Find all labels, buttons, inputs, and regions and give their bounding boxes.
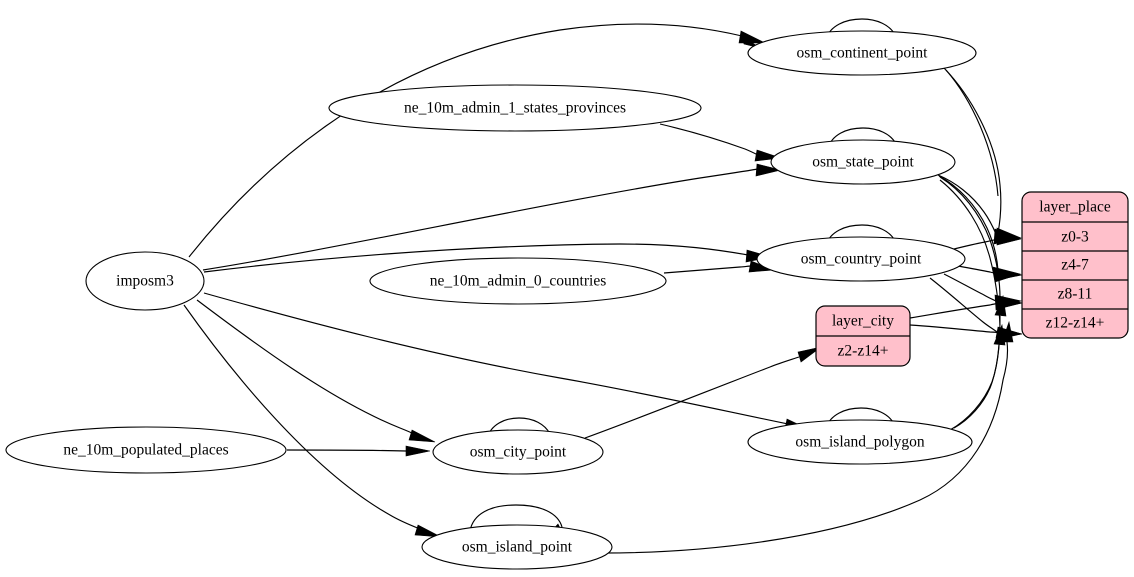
node-ne_10m_populated_places[interactable]: ne_10m_populated_places [5,426,287,474]
edge-osm_island_polygon-to-layer_place-z12-z14 [953,344,1000,429]
edge-imposm3-to-osm_city_point [196,299,415,435]
node-shape-ellipse [5,426,287,474]
selfloop-osm_city_point [486,417,551,439]
node-shape-ellipse [328,84,702,132]
arrowhead [738,30,766,44]
node-label: osm_continent_point [797,45,929,62]
record-row-z8-11[interactable]: z8-11 [1058,286,1093,303]
selfloop-osm_island_point [469,504,563,532]
edge-osm_continent_point-to-layer_place-z0-3 [943,67,1002,234]
edge-bundle-a [939,179,1001,326]
node-shape-ellipse [770,139,956,185]
node-shape-ellipse [756,236,966,282]
edge-osm_country_point-to-layer_place-z4-7 [957,265,1000,275]
edge-osm_city_point-to-layer_city [584,356,800,439]
edge-osm_state_point-to-layer_place-z8-11 [939,176,1001,299]
node-label: osm_island_point [462,539,573,556]
record-row-z2-z14plus[interactable]: z2-z14+ [838,343,889,360]
node-osm_city_point[interactable]: osm_city_point [432,429,604,475]
edge-ne_states-to-osm_state_point [659,123,759,156]
record-row-z0-3[interactable]: z0-3 [1061,229,1089,246]
record-row-z4-7[interactable]: z4-7 [1061,257,1089,274]
arrowhead [405,445,431,457]
node-label: osm_country_point [801,251,922,268]
arrowhead [996,268,1023,281]
edge-osm_country_point-to-layer_place-z0-3 [949,238,999,251]
node-shape-ellipse [747,419,973,465]
selfloop-osm_island_polygon [825,407,895,429]
arrowhead [414,524,442,538]
node-label: osm_state_point [812,154,914,171]
arrowhead [755,163,782,177]
arrowhead [1001,320,1014,343]
edge-imposm3-to-osm_continent_point [188,23,743,258]
arrowhead [797,346,822,363]
edge-ne_countries-to-osm_country_point [663,265,752,274]
selfloop-osm_country_point [825,224,896,246]
node-label: osm_city_point [470,444,567,461]
node-ne_10m_admin_1_states_provinces[interactable]: ne_10m_admin_1_states_provinces [328,84,702,132]
node-label: ne_10m_admin_0_countries [430,273,607,290]
node-ne_10m_admin_0_countries[interactable]: ne_10m_admin_0_countries [369,257,667,305]
edge-layer_city-to-layer_place-z12-z14 [909,324,1000,334]
node-osm_island_point[interactable]: osm_island_point [421,524,613,570]
node-label: imposm3 [116,273,174,290]
node-label: ne_10m_populated_places [63,442,228,459]
record-row-title: layer_place [1039,199,1111,216]
edge-osm_country_point-to-layer_place-z8-11 [943,273,999,303]
node-shape-ellipse [85,251,205,311]
record-row-title: layer_city [832,313,894,330]
arrowhead [996,233,1022,246]
edge-layer_city-to-layer_place-z8-11 [909,302,1000,319]
edge-osm_state_point-to-layer_place-z0-3 [937,174,997,235]
node-osm_country_point[interactable]: osm_country_point [756,236,966,282]
node-imposm3[interactable]: imposm3 [85,251,205,311]
node-label: ne_10m_admin_1_states_provinces [404,100,626,117]
edge-ne_places-to-osm_city_point [286,449,407,452]
edge-osm_state_point-to-layer_place-z4-7 [938,175,999,271]
node-osm_state_point[interactable]: osm_state_point [770,139,956,185]
node-shape-ellipse [421,524,613,570]
node-layer_city[interactable]: layer_city z2-z14+ [815,305,911,367]
node-layer: imposm3 ne_10m_admin_1_states_provinces … [5,30,1129,570]
node-osm_island_polygon[interactable]: osm_island_polygon [747,419,973,465]
record-row-z12-z14plus[interactable]: z12-z14+ [1046,315,1105,332]
edge-imposm3-to-osm_island_polygon [203,292,789,425]
arrowhead [993,323,1006,346]
node-shape-ellipse [369,257,667,305]
selfloop-osm_continent_point [825,18,896,40]
node-osm_continent_point[interactable]: osm_continent_point [747,30,977,76]
edge-osm_island_point-to-layer_place-z12-z14 [602,341,1009,554]
edge-osm_island_polygon-to-layer_place-z8-11 [949,315,1001,431]
node-layer_place[interactable]: layer_place z0-3 z4-7 z8-11 z12-z14+ [1021,191,1129,339]
selfloop-osm_state_point [827,127,897,149]
record-box [1021,191,1129,339]
edge-osm_country_point-to-layer_place-z12-z14 [929,277,998,333]
node-label: osm_island_polygon [795,434,924,451]
edge-imposm3-to-osm_country_point [203,243,749,273]
edge-imposm3-to-osm_island_point [183,304,421,530]
node-shape-ellipse [432,429,604,475]
edge-bundle-b [945,69,999,197]
arrowhead [408,429,436,443]
edge-imposm3-to-osm_state_point [202,168,759,271]
node-shape-ellipse [747,30,977,76]
